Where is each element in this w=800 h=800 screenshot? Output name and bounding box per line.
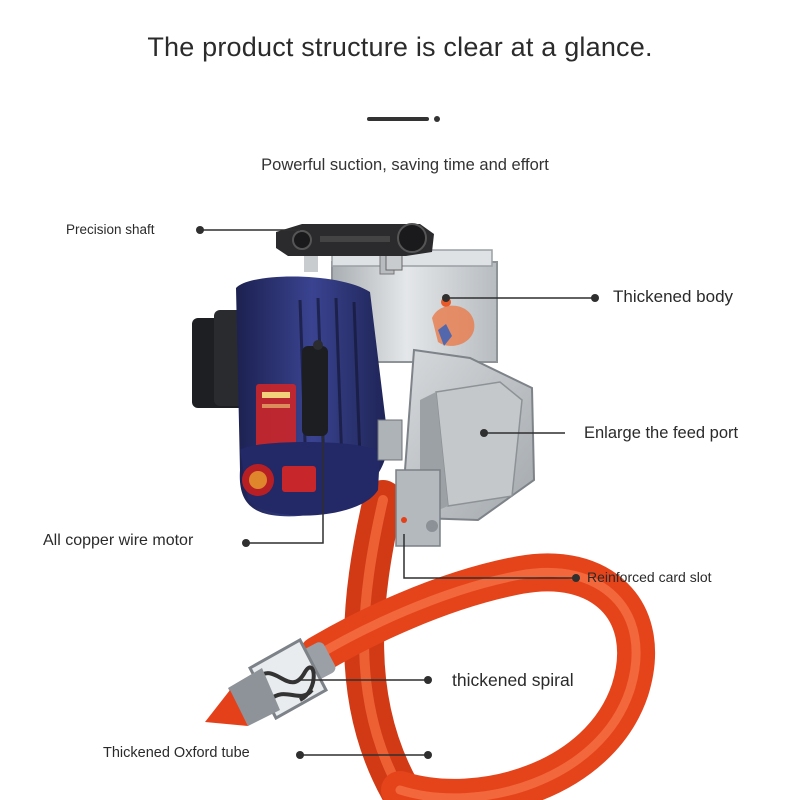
title-divider [367, 117, 429, 121]
dot-feed-port [480, 429, 488, 437]
dot-card-slot [572, 574, 580, 582]
leader-motor [246, 436, 324, 544]
label-feed-port: Enlarge the feed port [584, 424, 739, 442]
leader-card-slot [403, 534, 576, 579]
page-title: The product structure is clear at a glan… [147, 32, 653, 62]
callout-lines [200, 229, 595, 756]
dot-precision-shaft [196, 226, 204, 234]
electric-motor [192, 276, 403, 517]
shaft-belt-plate [276, 223, 434, 272]
label-spiral: thickened spiral [452, 670, 574, 690]
dot-oxford-tube [424, 751, 432, 759]
label-motor: All copper wire motor [43, 532, 194, 549]
dot-motor [242, 539, 250, 547]
callout-dots [196, 226, 599, 759]
label-oxford-tube: Thickened Oxford tube [103, 745, 250, 761]
title-divider-dot [434, 116, 440, 122]
spiral-intake [205, 637, 336, 726]
label-card-slot: Reinforced card slot [587, 569, 712, 585]
dot-thickened-body [442, 294, 450, 302]
feed-hopper [395, 348, 536, 547]
dot-spiral [424, 676, 432, 684]
oxford-tube [299, 480, 655, 800]
dot-thickened-body-end [591, 294, 599, 302]
dot-oxford-tube-start [296, 751, 304, 759]
label-thickened-body: Thickened body [613, 287, 734, 306]
page-subtitle: Powerful suction, saving time and effort [261, 156, 549, 174]
label-precision-shaft: Precision shaft [66, 222, 155, 237]
